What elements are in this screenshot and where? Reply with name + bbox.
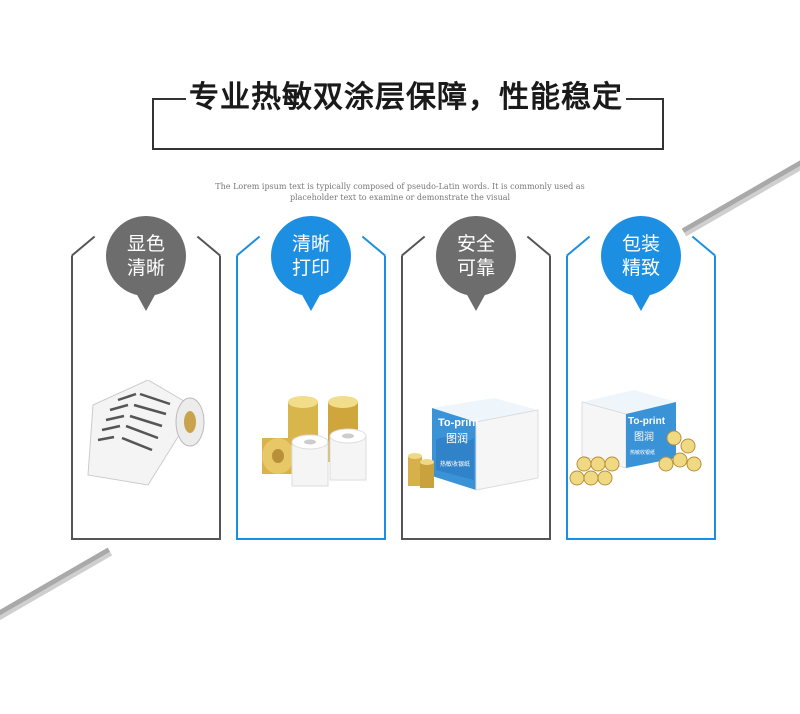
feature-badge-1: 显色 清晰 xyxy=(106,216,186,311)
decor-stripe-bottom-left xyxy=(0,547,113,631)
box-brand-cn-label-2: 图润 xyxy=(634,430,654,443)
feature-card-4 xyxy=(566,235,716,540)
product-image-box-with-roll-stack: To-print 图润 热敏收银纸 xyxy=(569,390,702,486)
feature-card-1 xyxy=(71,235,221,540)
feature-badge-4-line1: 包装 xyxy=(621,233,660,255)
feature-card-2 xyxy=(236,235,386,540)
product-image-box-with-roll: To-print 图润 热敏收银纸 xyxy=(408,398,539,491)
feature-badge-4-line2: 精致 xyxy=(621,257,660,279)
subtitle-line-1: The Lorem ipsum text is typically compos… xyxy=(215,182,585,191)
page-title: 专业热敏双涂层保障，性能稳定 xyxy=(189,80,623,115)
box-caption-label: 热敏收银纸 xyxy=(440,460,470,468)
box-brand-label: To-print xyxy=(438,417,479,429)
feature-card-3 xyxy=(401,235,551,540)
feature-badge-3-line2: 可靠 xyxy=(456,257,495,279)
title-frame-top-right xyxy=(626,98,662,100)
feature-badge-1-line2: 清晰 xyxy=(126,257,165,279)
product-image-paper-rolls xyxy=(262,396,367,487)
title-frame xyxy=(152,98,664,150)
feature-badge-3-line1: 安全 xyxy=(456,233,495,255)
feature-badge-4: 包装 精致 xyxy=(601,216,681,311)
feature-badge-1-line1: 显色 xyxy=(126,233,165,255)
subtitle: The Lorem ipsum text is typically compos… xyxy=(150,181,650,203)
title-frame-top-left xyxy=(152,98,186,100)
subtitle-line-2: placeholder text to examine or demonstra… xyxy=(289,193,511,202)
product-image-receipt-roll xyxy=(87,380,205,486)
feature-badge-3: 安全 可靠 xyxy=(436,216,516,311)
decor-stripe-top-right xyxy=(681,158,800,237)
feature-badge-2: 清晰 打印 xyxy=(271,216,351,311)
box-brand-cn-label: 图润 xyxy=(446,431,468,445)
feature-badge-2-line1: 清晰 xyxy=(291,233,330,255)
feature-badge-2-line2: 打印 xyxy=(291,257,330,279)
box-brand-label-2: To-print xyxy=(628,416,666,427)
box-caption-label-2: 热敏收银纸 xyxy=(630,449,655,456)
